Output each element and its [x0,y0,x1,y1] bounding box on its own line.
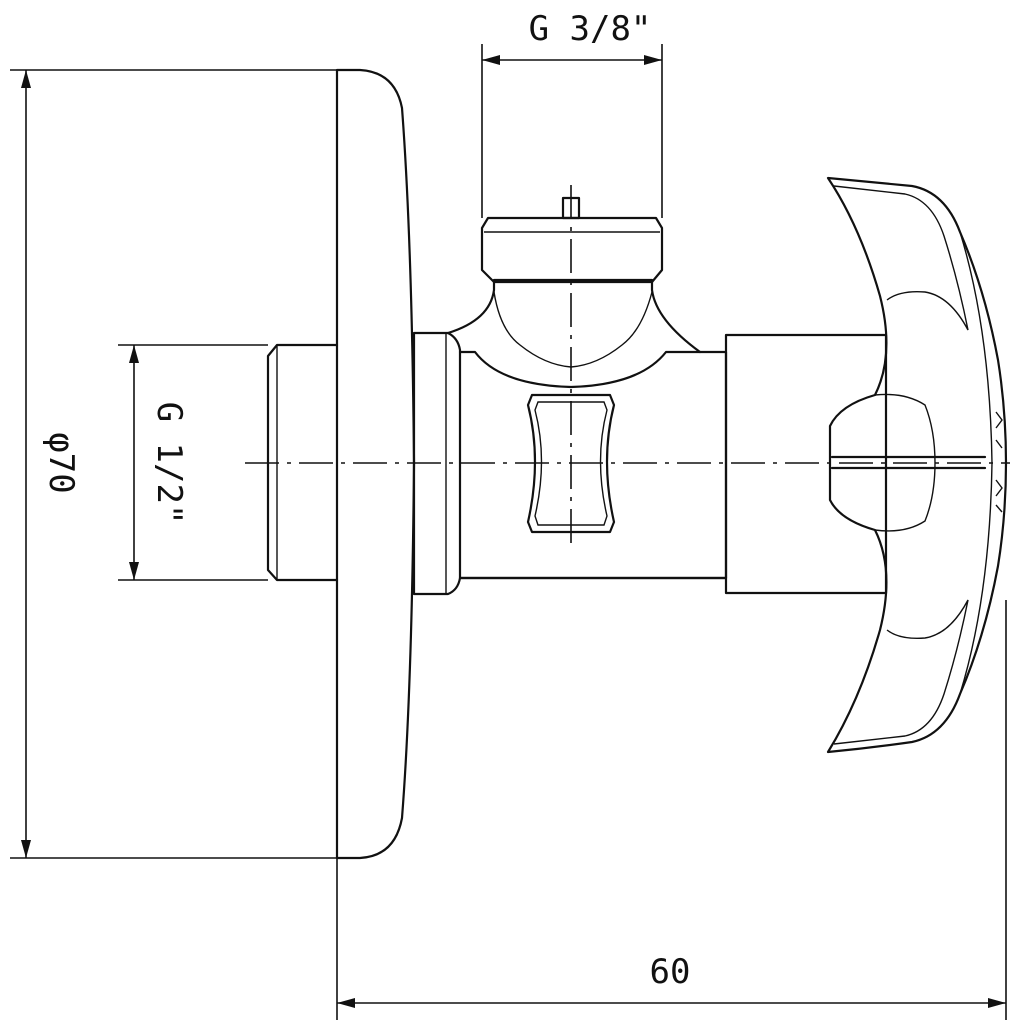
diameter-arrow-bottom [21,840,31,858]
inlet-arrow-bottom [129,562,139,580]
diameter-label: φ70 [41,432,81,493]
outlet-saddle [493,291,653,368]
spindle-window-inner [534,401,608,526]
inlet-thread-label: G 1/2" [149,402,189,525]
top-arrow-right [644,55,662,65]
wall-flange [335,68,416,860]
length-label: 60 [650,952,691,992]
handle-logo-mark [995,411,1003,513]
top-arrow-left [482,55,500,65]
diameter-arrow-top [21,70,31,88]
inlet-arrow-top [129,345,139,363]
outlet-pin [561,196,581,220]
outlet-neck [446,278,702,354]
bonnet [724,333,888,595]
handle-outer [826,176,1008,754]
handle-center-lobe [874,393,936,532]
handle-lower-facet [833,599,969,745]
spindle-window [526,393,616,534]
outlet-nut [480,216,664,284]
handle-rim [959,231,993,695]
top-thread-label: G 3/8" [529,9,652,49]
inlet-thread-stub [266,343,339,582]
length-arrow-right [988,998,1006,1008]
handle-upper-facet [833,185,969,331]
valve-body [458,350,728,580]
length-arrow-left [337,998,355,1008]
